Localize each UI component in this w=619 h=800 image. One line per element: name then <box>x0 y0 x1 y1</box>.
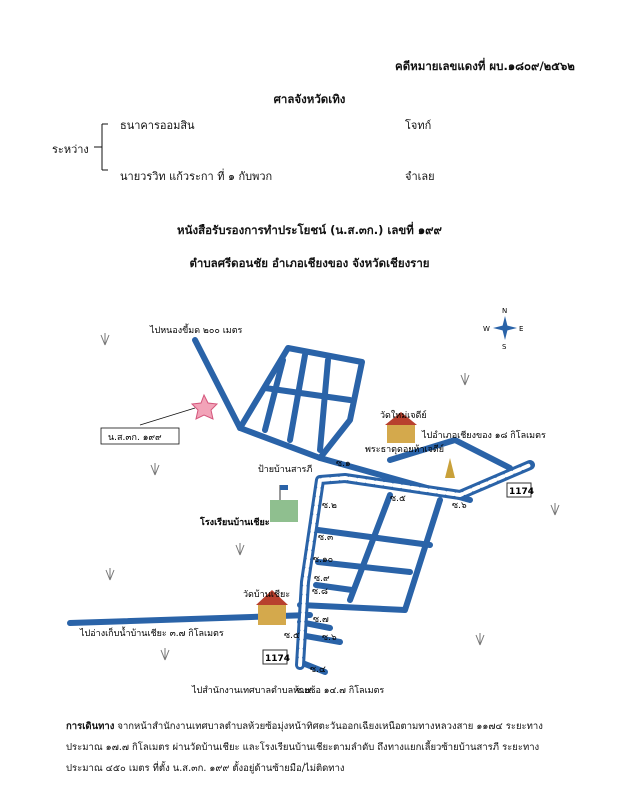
plot-label: น.ส.๓ก. ๑๙๙ <box>108 433 162 443</box>
label-to-reservoir: ไปอ่างเก็บน้ำบ้านเชียะ ๓.๗ กิโลเมตร <box>79 626 224 639</box>
compass-w: W <box>483 325 490 333</box>
compass-s: S <box>502 343 507 351</box>
soi-label: ซ.๗ <box>313 615 329 625</box>
route-text: จากหน้าสำนักงานเทศบาลตำบลห้วยซ้อมุ่งหน้า… <box>66 721 543 774</box>
plaintiff-name: ธนาคารออมสิน <box>120 119 195 132</box>
soi-label: ซ.๒ <box>322 501 337 511</box>
between-label: ระหว่าง <box>52 143 89 156</box>
soi-label: ซ.๑๐ <box>313 555 333 565</box>
location-map: N S E W น.ส.๓ก. ๑๙๙ 1174 11 <box>67 307 560 696</box>
route-description: การเดินทาง จากหน้าสำนักงานเทศบาลตำบลห้วย… <box>66 716 566 779</box>
soi-label: ซ.๔ <box>296 686 312 696</box>
plot-label-box <box>100 427 180 445</box>
soi-label: ซ.๖ <box>452 501 467 511</box>
defendant-name: นายวรวิท แก้วระกา ที่ ๑ กับพวก <box>120 170 273 183</box>
soi-label: ซ.๕ <box>284 631 300 641</box>
grass-icon <box>100 333 560 661</box>
road-network <box>67 337 513 675</box>
party-brace <box>94 123 108 171</box>
soi-label: ซ.๕ <box>390 494 406 504</box>
plot-star-icon <box>190 393 219 420</box>
label-wat-ban-chia: วัดบ้านเชียะ <box>243 589 290 600</box>
compass-icon: N S E W <box>483 307 523 351</box>
highway-number-2: 1174 <box>509 487 534 497</box>
case-number: คดีหมายเลขแดงที่ ผบ.๑๘๐๙/๒๕๖๒ <box>395 59 575 73</box>
label-phra-that: พระธาตุดอยห้าเจดีย์ <box>365 443 444 455</box>
label-school: โรงเรียนบ้านเชียะ <box>199 516 270 528</box>
highway-number-1: 1174 <box>265 654 290 664</box>
label-to-nong-chiam: ไปหนองขี้มด ๒๐๐ เมตร <box>149 323 243 336</box>
wat-ban-chia-icon <box>256 590 288 625</box>
document-location: ตำบลศรีดอนชัย อำเภอเชียงของ จังหวัดเชียง… <box>189 256 430 270</box>
soi-label: ซ.๔ <box>310 665 326 675</box>
route-label: การเดินทาง <box>66 721 115 732</box>
plaintiff-role: โจทก์ <box>405 119 432 132</box>
soi-label: ซ.๑ <box>336 459 351 469</box>
school-icon <box>270 485 298 522</box>
compass-e: E <box>519 325 523 333</box>
soi-label: ซ.๙ <box>314 574 330 584</box>
compass-n: N <box>502 307 507 315</box>
phra-that-icon <box>445 458 455 478</box>
label-wat-mai-chedi: วัดใหม่เจดีย์ <box>380 409 427 421</box>
court-name: ศาลจังหวัดเทิง <box>273 92 346 106</box>
soi-label: ซ.๖ <box>322 633 337 643</box>
label-sign-ban-sarathi: ป้ายบ้านสารภี <box>258 464 312 475</box>
highway-shield-icon: 1174 1174 <box>262 482 534 665</box>
wat-mai-chedi-icon <box>385 412 417 443</box>
soi-label: ซ.๘ <box>312 587 328 597</box>
label-to-chiang-khong: ไปอำเภอเชียงของ ๑๘ กิโลเมตร <box>421 430 546 441</box>
label-to-municipal: ไปสำนักงานเทศบาลตำบลห้วยซ้อ ๑๔.๗ กิโลเมต… <box>191 685 384 696</box>
defendant-role: จำเลย <box>405 170 435 183</box>
document-title: หนังสือรับรองการทำประโยชน์ (น.ส.๓ก.) เลข… <box>177 223 442 237</box>
soi-label: ซ.๓ <box>318 533 333 543</box>
